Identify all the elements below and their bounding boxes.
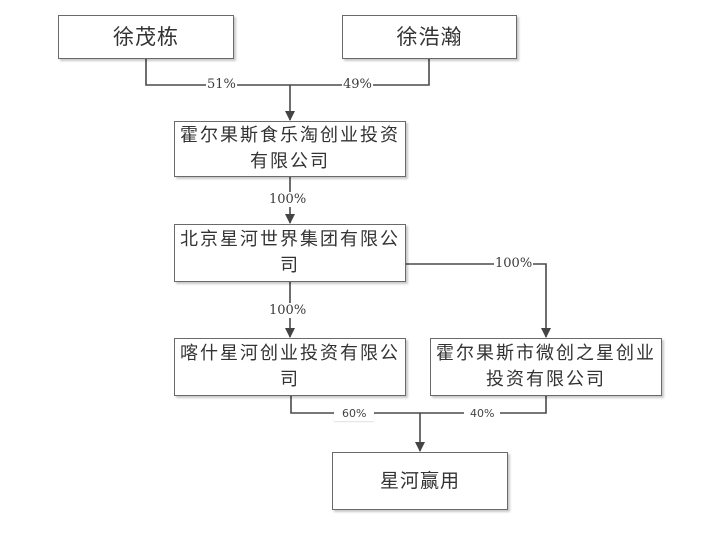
edge-label-40-percent: 40% — [464, 406, 501, 421]
node-label: 喀什星河创业投资有限公司 — [180, 343, 400, 390]
node-label: 徐浩瀚 — [396, 25, 463, 49]
node-horgos-weichuang-star: 霍尔果斯市微创之星创业投资有限公司 — [430, 338, 662, 396]
node-label: 徐茂栋 — [113, 25, 179, 49]
node-kashi-xinghe-venture: 喀什星河创业投资有限公司 — [174, 338, 406, 396]
node-label: 霍尔果斯食乐淘创业投资有限公司 — [180, 125, 400, 172]
node-beijing-xinghe-world-group: 北京星河世界集团有限公司 — [174, 224, 406, 282]
node-xu-haohan: 徐浩瀚 — [342, 15, 517, 59]
edge-xu-haohan-to-shiletao — [290, 59, 430, 86]
edge-label-100-percent-weichuang: 100% — [494, 256, 534, 271]
edge-label-100-percent-shiletao: 100% — [268, 192, 308, 207]
node-xu-maodong: 徐茂栋 — [58, 15, 234, 59]
edge-label-49-percent: 49% — [342, 77, 373, 92]
edge-xu-maodong-to-shiletao — [145, 59, 290, 86]
node-xinghe-yingyong: 星河赢用 — [332, 452, 508, 510]
edge-weichuang-to-xinghe-yingyong — [420, 396, 547, 414]
node-horgos-shiletao: 霍尔果斯食乐淘创业投资有限公司 — [174, 121, 406, 177]
node-label: 北京星河世界集团有限公司 — [180, 229, 400, 276]
edge-beijing-xinghe-to-weichuang — [406, 263, 551, 338]
edge-kashi-to-xinghe-yingyong — [290, 396, 420, 414]
edge-label-100-percent-kashi: 100% — [268, 303, 308, 318]
edge-label-51-percent: 51% — [206, 77, 237, 92]
node-label: 星河赢用 — [379, 470, 460, 492]
edge-label-60-percent: 60% — [334, 406, 375, 421]
node-label: 霍尔果斯市微创之星创业投资有限公司 — [436, 343, 656, 390]
